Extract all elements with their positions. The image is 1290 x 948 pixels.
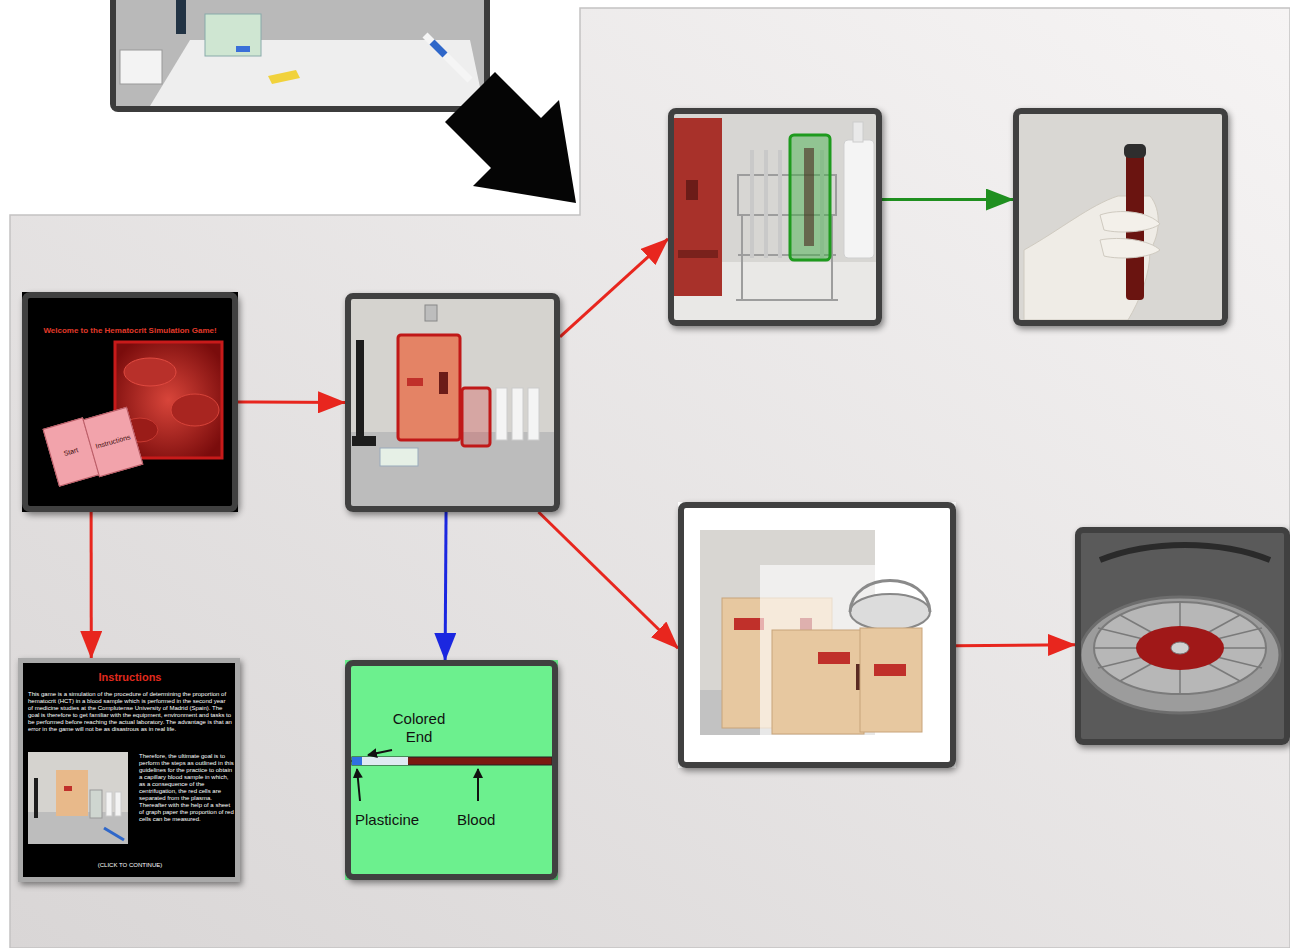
instructions-text: Therefore, the ultimate goal is to perfo… (139, 753, 235, 823)
button-label: Start (50, 442, 91, 462)
instructions-screen (18, 658, 240, 882)
background-panel (10, 8, 1290, 948)
capillary-panel-frame: Colored EndPlasticine Blood (345, 660, 558, 880)
capillary-panel (345, 660, 558, 880)
lab-scene-frame (345, 293, 560, 512)
rotor-photo (1080, 533, 1284, 739)
flow-arrow (444, 512, 448, 660)
lab-bench-photo (110, 0, 490, 112)
part-label: Plasticine (355, 811, 435, 829)
button-label: Instructions (90, 431, 135, 452)
rotor-frame (1075, 527, 1290, 745)
flow-arrow (882, 198, 1013, 201)
continue-hint: (CLICK TO CONTINUE) (29, 861, 231, 869)
screen-title: Welcome to the Hematocrit Simulation Gam… (36, 326, 224, 336)
title-screen-frame: Welcome to the Hematocrit Simulation Gam… (22, 292, 238, 512)
tube-rack-frame (668, 108, 882, 326)
lab-scene-photo (351, 299, 554, 506)
transition-arrow (445, 72, 576, 203)
panel-heading: Instructions (29, 671, 231, 684)
title-screen (22, 292, 238, 512)
centrifuge-frame (678, 502, 956, 768)
instructions-text: This game is a simulation of the procedu… (28, 691, 232, 733)
part-label: Colored End (381, 710, 457, 746)
centrifuge-photo (678, 502, 956, 768)
flow-arrow (90, 512, 93, 658)
flow-arrow (539, 512, 679, 648)
hand-tube-photo (1019, 114, 1222, 320)
tube-rack-photo (674, 114, 876, 320)
instructions-panel: InstructionsThis game is a simulation of… (18, 658, 240, 882)
part-label: Blood (457, 811, 517, 829)
flow-arrow (238, 401, 345, 405)
flow-arrow (956, 643, 1075, 647)
hand-tube-frame (1013, 108, 1228, 326)
flow-arrow (560, 239, 668, 337)
